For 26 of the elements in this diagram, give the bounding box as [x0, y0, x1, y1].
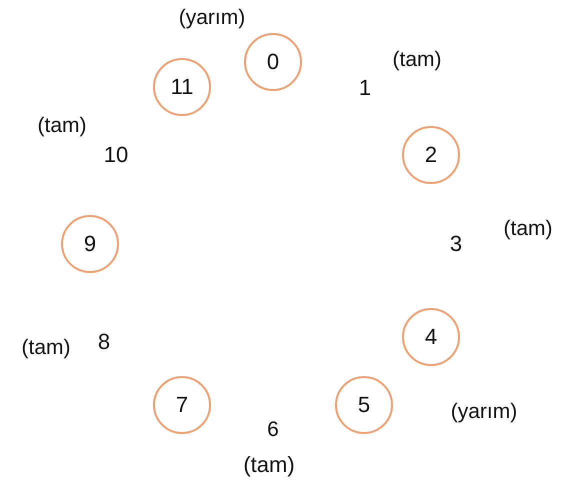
- label-text: 10: [104, 142, 128, 168]
- number-circle: [61, 215, 119, 273]
- label-text: (tam): [243, 452, 295, 478]
- label-text: (tam): [38, 114, 86, 138]
- number-circle: [335, 376, 393, 434]
- note-text: (yarım): [178, 6, 246, 30]
- label-text: 1: [358, 75, 372, 101]
- number-circle: [244, 33, 302, 91]
- number-text: 4: [424, 324, 438, 350]
- number-text: 9: [84, 231, 96, 257]
- label-text: (tam): [22, 336, 70, 360]
- number-text: 11: [170, 74, 194, 100]
- note-text: (yarım): [450, 400, 518, 424]
- number-text: 5: [358, 392, 370, 418]
- label-text: (tam): [392, 48, 442, 72]
- label-text: 6: [267, 418, 279, 442]
- number-text: 7: [176, 392, 188, 418]
- label-text: (tam): [504, 217, 552, 241]
- label-text: 8: [98, 329, 110, 355]
- label-text: 3: [450, 231, 462, 257]
- number-circle: [402, 308, 460, 366]
- number-text: 0: [266, 49, 280, 75]
- number-circle: [153, 58, 211, 116]
- number-circle: [402, 126, 460, 184]
- number-text: 2: [424, 142, 438, 168]
- number-circle: [153, 376, 211, 434]
